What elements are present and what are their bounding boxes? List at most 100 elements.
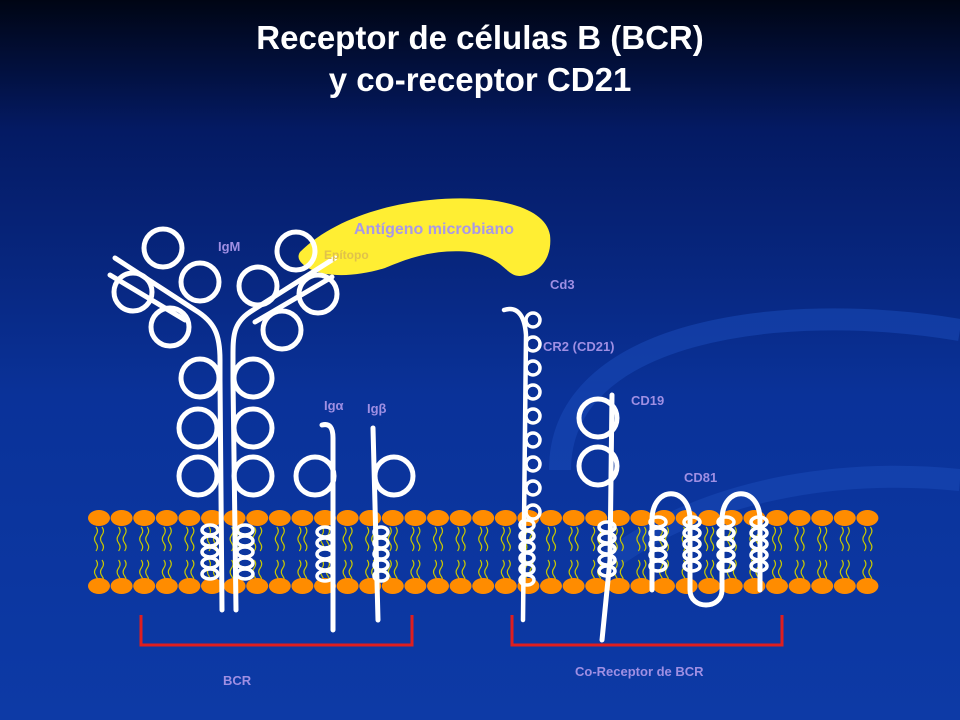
lipid-head	[404, 578, 427, 594]
lipid-tail	[710, 526, 715, 552]
cr2-domain	[524, 431, 542, 449]
lipid-head	[449, 578, 472, 594]
lipid-head	[449, 510, 472, 526]
lipid-tail	[484, 526, 489, 552]
lipid-head	[585, 578, 608, 594]
lipid-tail	[303, 526, 308, 552]
lipid-tail	[777, 526, 783, 552]
lipid-head	[88, 510, 110, 526]
lipid-head	[675, 578, 698, 594]
lipid-head	[630, 578, 653, 594]
lipid-tail	[817, 526, 822, 552]
lipid-tail	[636, 526, 641, 552]
cr2-domain	[524, 359, 542, 377]
transmembrane-helices	[200, 311, 769, 587]
lipid-tail	[297, 526, 302, 552]
label-cd3: Cd3	[550, 277, 575, 292]
lipid-head	[653, 578, 675, 594]
lipid-head	[246, 510, 269, 526]
lipid-head	[833, 510, 856, 526]
lipid-tail	[794, 526, 799, 552]
lipid-head	[268, 510, 291, 526]
label-co-receptor: Co-Receptor de BCR	[575, 664, 704, 679]
helix-turn	[682, 559, 702, 573]
lipid-head	[336, 578, 359, 594]
lipid-tail	[190, 526, 195, 552]
helix-turn	[372, 569, 390, 583]
co-receptor-bracket	[510, 615, 784, 647]
lipid-tail	[478, 526, 483, 552]
label-epitope: Epítopo	[324, 248, 369, 262]
lipid-tail	[800, 526, 805, 552]
antigen-shape	[298, 198, 551, 276]
lipid-tail	[619, 526, 624, 552]
lipid-tail	[348, 526, 353, 552]
lipid-head	[698, 578, 721, 594]
lipid-head	[110, 578, 133, 594]
ig-alpha-beta	[293, 422, 416, 633]
lipid-tail	[342, 526, 347, 552]
helix-turn	[235, 534, 255, 548]
lipid-head	[381, 578, 404, 594]
lipid-tail	[664, 526, 670, 552]
lipid-head	[698, 510, 721, 526]
cr2-domain	[524, 407, 542, 425]
helix-turn	[200, 567, 220, 581]
cd19-molecule	[576, 392, 620, 643]
lipid-head	[178, 510, 201, 526]
lipid-tail	[868, 526, 873, 552]
lipid-head	[88, 578, 110, 594]
lipid-head	[178, 578, 201, 594]
lipid-tail	[506, 526, 511, 552]
lipid-head	[494, 578, 517, 594]
lipid-head	[246, 578, 269, 594]
lipid-head	[833, 578, 856, 594]
cr2-domain	[524, 503, 542, 521]
lipid-tail	[410, 526, 415, 552]
lipid-head	[427, 578, 449, 594]
lipid-tail	[500, 526, 505, 552]
helix-turn	[749, 559, 769, 573]
lipid-head	[562, 578, 585, 594]
lipid-head	[788, 510, 811, 526]
lipid-tail	[274, 526, 279, 552]
label-bcr: BCR	[223, 673, 252, 688]
label-antigen: Antígeno microbiano	[354, 221, 514, 238]
lipid-head	[404, 510, 427, 526]
helix-turn	[518, 573, 536, 587]
lipid-tail	[551, 526, 557, 552]
lipid-tail	[455, 526, 460, 552]
lipid-head	[540, 510, 562, 526]
background-swirl	[549, 308, 960, 569]
label-ig-alpha: Igα	[324, 398, 344, 413]
cr2-domain	[524, 479, 542, 497]
title-line-2: y co-receptor CD21	[328, 61, 632, 98]
lipid-head	[766, 578, 788, 594]
lipid-tail	[839, 526, 844, 552]
lipid-head	[856, 510, 879, 526]
lipid-head	[336, 510, 359, 526]
lipid-tail	[732, 526, 737, 552]
lipid-tail	[704, 526, 709, 552]
lipid-head	[630, 510, 653, 526]
cr2-domain	[524, 455, 542, 473]
lipid-head	[494, 510, 517, 526]
lipid-tail	[167, 526, 172, 552]
lipid-tail	[258, 526, 263, 552]
lipid-head	[155, 510, 178, 526]
lipid-tail	[393, 526, 398, 552]
lipid-tail	[116, 526, 121, 552]
lipid-tail	[845, 526, 850, 552]
cr2-cd21-molecule	[501, 306, 529, 623]
lipid-tail	[591, 526, 596, 552]
igm-molecule	[107, 226, 340, 613]
helix-turn	[200, 534, 220, 548]
lipid-tail	[145, 526, 150, 552]
helix-turn	[648, 559, 668, 573]
lipid-head	[427, 510, 449, 526]
lipid-tail	[823, 526, 828, 552]
lipid-head	[856, 578, 879, 594]
lipid-head	[607, 578, 630, 594]
